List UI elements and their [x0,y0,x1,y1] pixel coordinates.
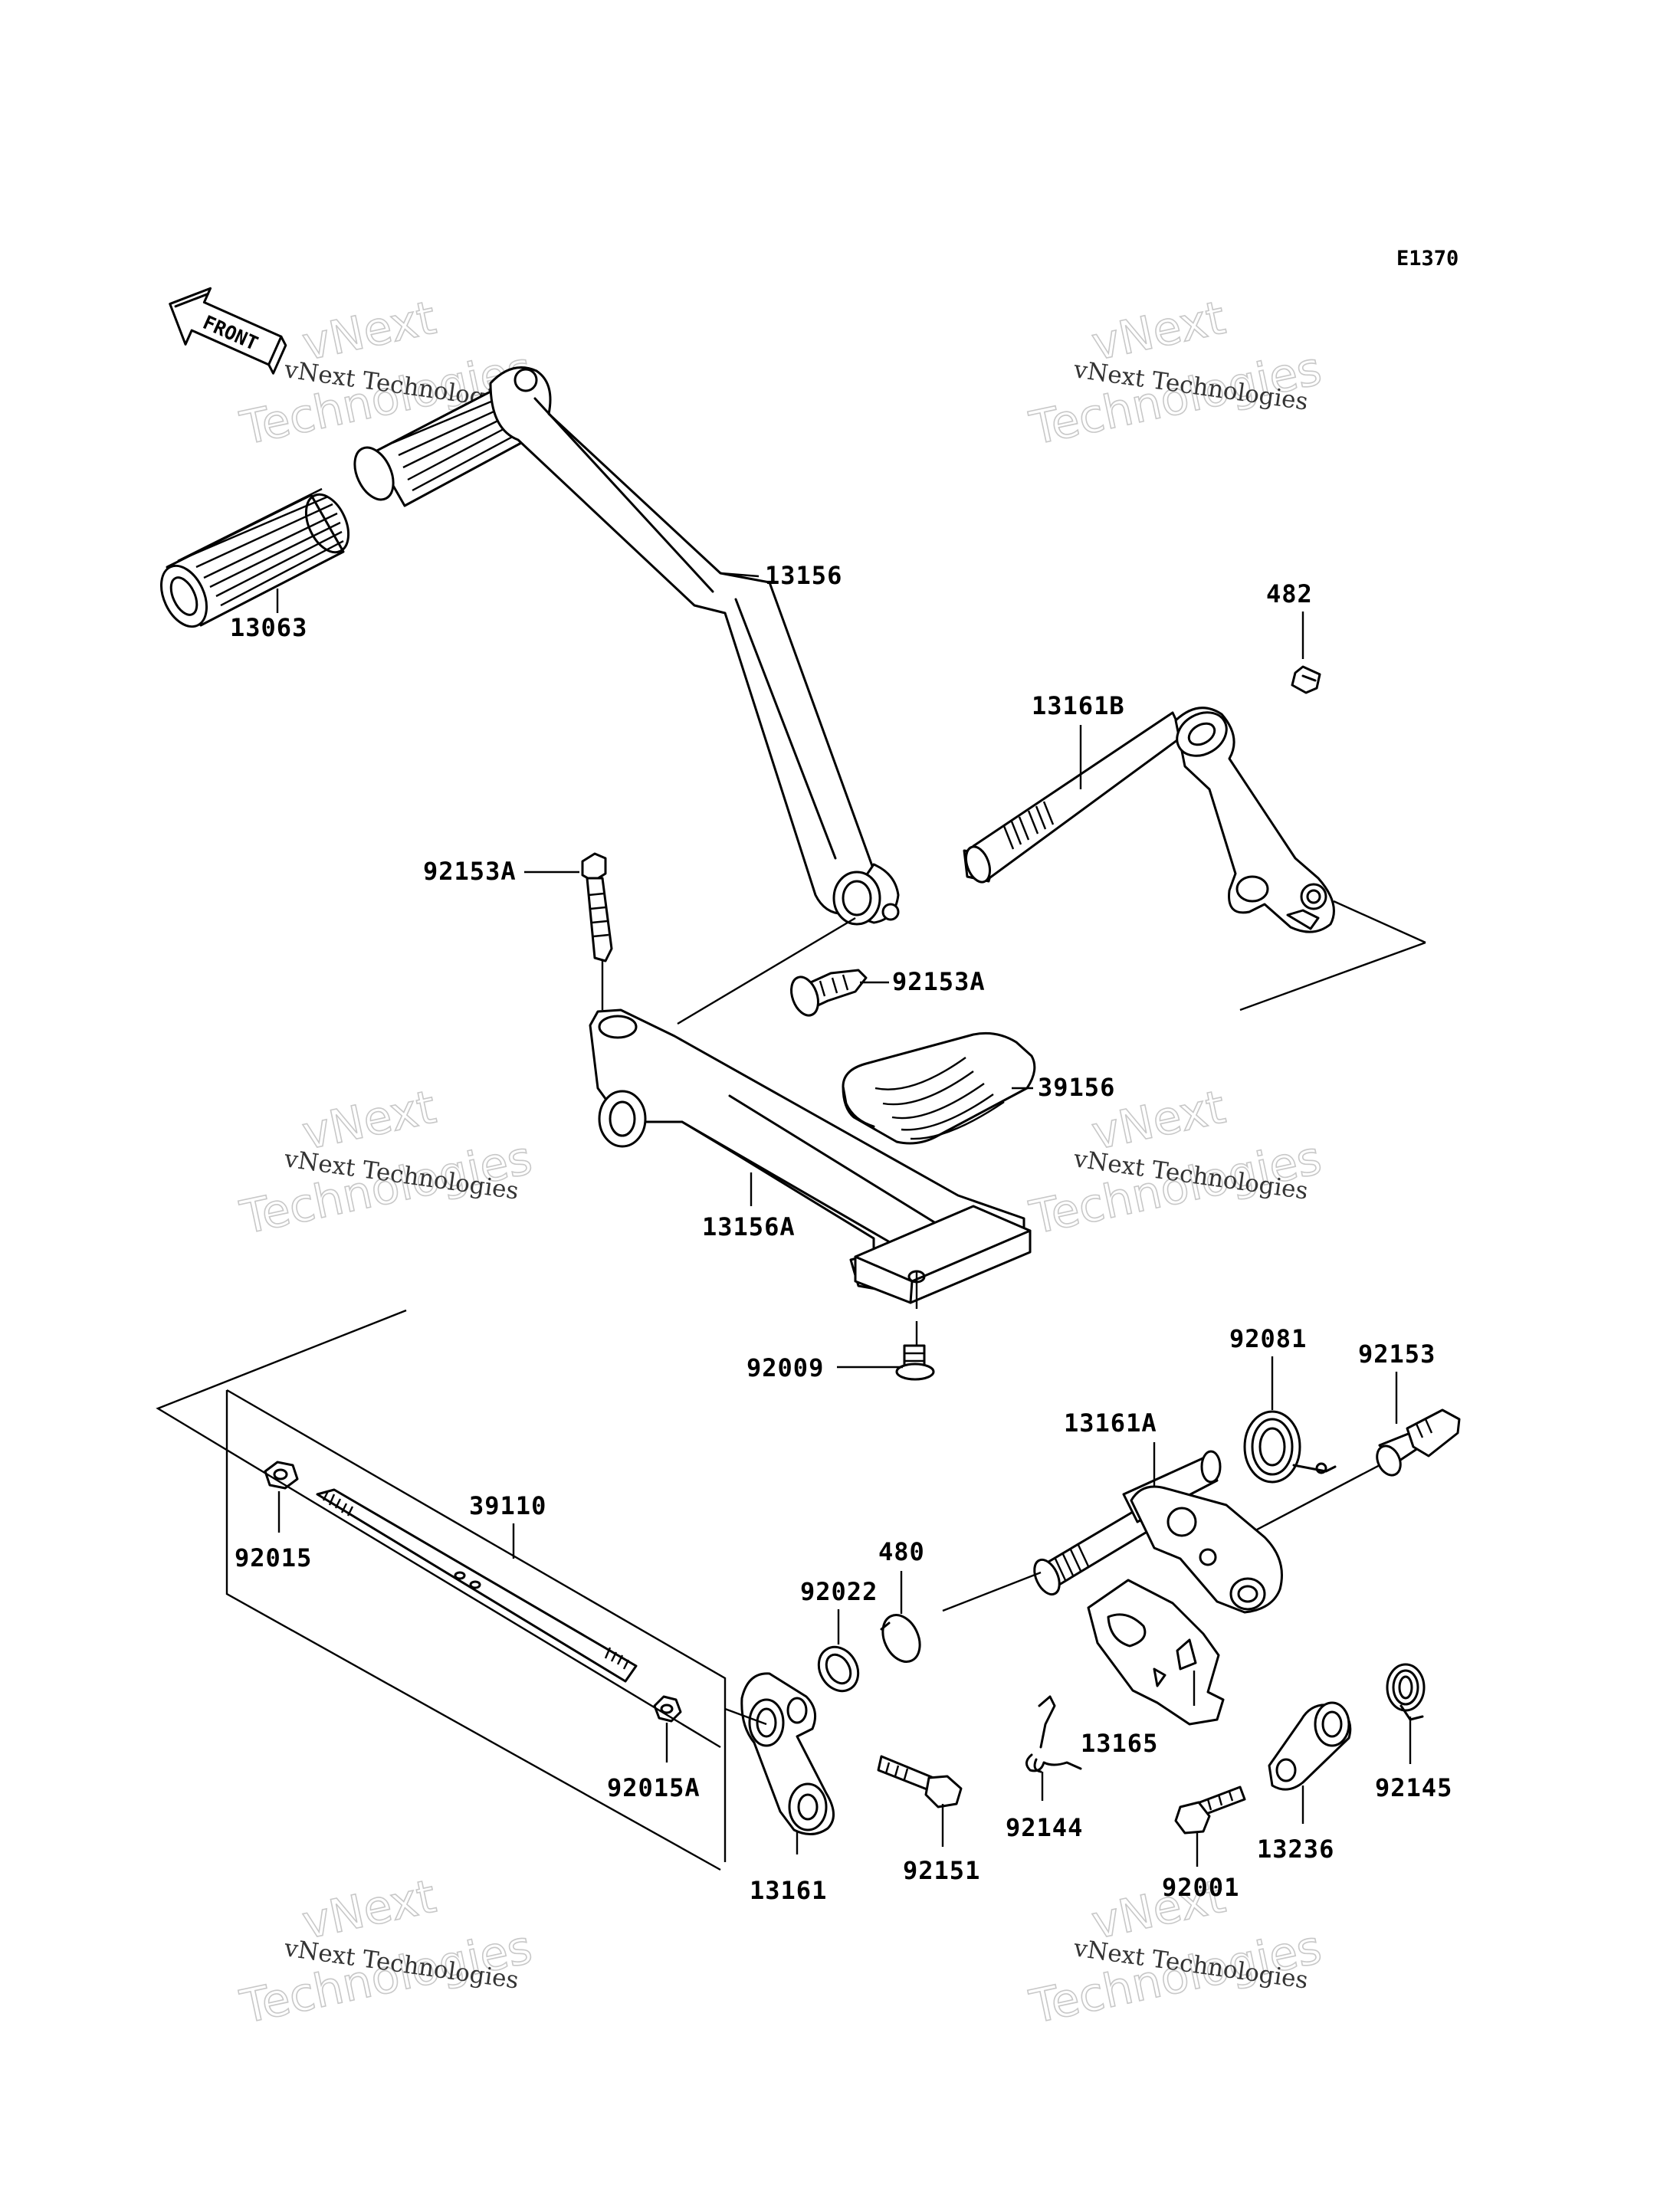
bolt-92001 [1174,1785,1246,1835]
callout-92145: 92145 [1375,1773,1452,1802]
watermark-top-right: vNext Technologies vNext Technologies [1025,290,1327,457]
callout-92001: 92001 [1162,1873,1239,1902]
tie-rod-39110 [316,1488,638,1683]
lever-13156A [589,1008,1032,1304]
callout-92015A: 92015A [607,1773,701,1802]
circlip-480 [880,1614,921,1663]
front-arrow-icon: FRONT [169,287,287,375]
callout-13156A: 13156A [702,1212,796,1241]
callout-13165: 13165 [1081,1729,1158,1758]
callout-92153A-upper: 92153A [423,857,517,886]
shift-shaft-13161A [1033,1450,1283,1614]
screw-92009 [895,1344,935,1381]
leader-lines [276,572,1412,1867]
callout-13161: 13161 [750,1876,827,1905]
footpeg-rubber-13063 [159,487,350,628]
svg-text:vNext: vNext [298,291,441,372]
callout-92151: 92151 [903,1856,980,1885]
spring-92145 [1386,1663,1426,1721]
plate-13165 [1087,1579,1225,1726]
callout-480: 480 [878,1537,925,1566]
circlip-482 [1291,665,1321,694]
callout-39156: 39156 [1038,1073,1115,1102]
shift-shaft-13161B [963,707,1335,933]
stud-bolt-92153 [1376,1408,1461,1477]
bolt-92151 [877,1755,963,1808]
watermark-mid-left: vNext Technologies vNext Technologies [235,1080,537,1246]
watermark-mid-right: vNext Technologies vNext Technologies [1025,1080,1327,1246]
callout-13063: 13063 [230,613,307,642]
callout-92153: 92153 [1358,1340,1436,1369]
callout-39110: 39110 [469,1491,546,1520]
arm-13236 [1268,1701,1352,1791]
watermark-bottom-left: vNext Technologies vNext Technologies [235,1869,537,2035]
callout-92153A-lower: 92153A [892,967,986,996]
callout-13161B: 13161B [1032,691,1125,720]
svg-text:vNext: vNext [298,1870,441,1950]
callout-92081: 92081 [1229,1324,1307,1353]
svg-text:vNext: vNext [1088,291,1230,372]
nut-92015A [653,1695,682,1723]
shift-arm-13161 [740,1672,835,1835]
spring-92144 [1025,1695,1082,1773]
callout-13161A: 13161A [1064,1408,1157,1438]
diagram-code: E1370 [1396,247,1459,271]
callout-92022: 92022 [800,1577,878,1606]
bolt-92153A-lower [790,969,868,1017]
nut-92015 [264,1461,299,1490]
callout-13236: 13236 [1257,1835,1334,1864]
svg-text:vNext: vNext [298,1080,441,1161]
callout-92144: 92144 [1006,1813,1083,1842]
pedal-rubber-39156 [842,1031,1036,1145]
callout-92009: 92009 [746,1353,824,1382]
bolt-92153A-upper [581,852,613,962]
callout-92015: 92015 [235,1543,312,1572]
spring-92081 [1243,1410,1337,1484]
shift-pedal-13156 [353,366,900,926]
bracket-lines [156,900,1426,1871]
washer-92022 [817,1645,860,1693]
callout-482: 482 [1266,579,1313,608]
callout-13156: 13156 [765,561,842,590]
